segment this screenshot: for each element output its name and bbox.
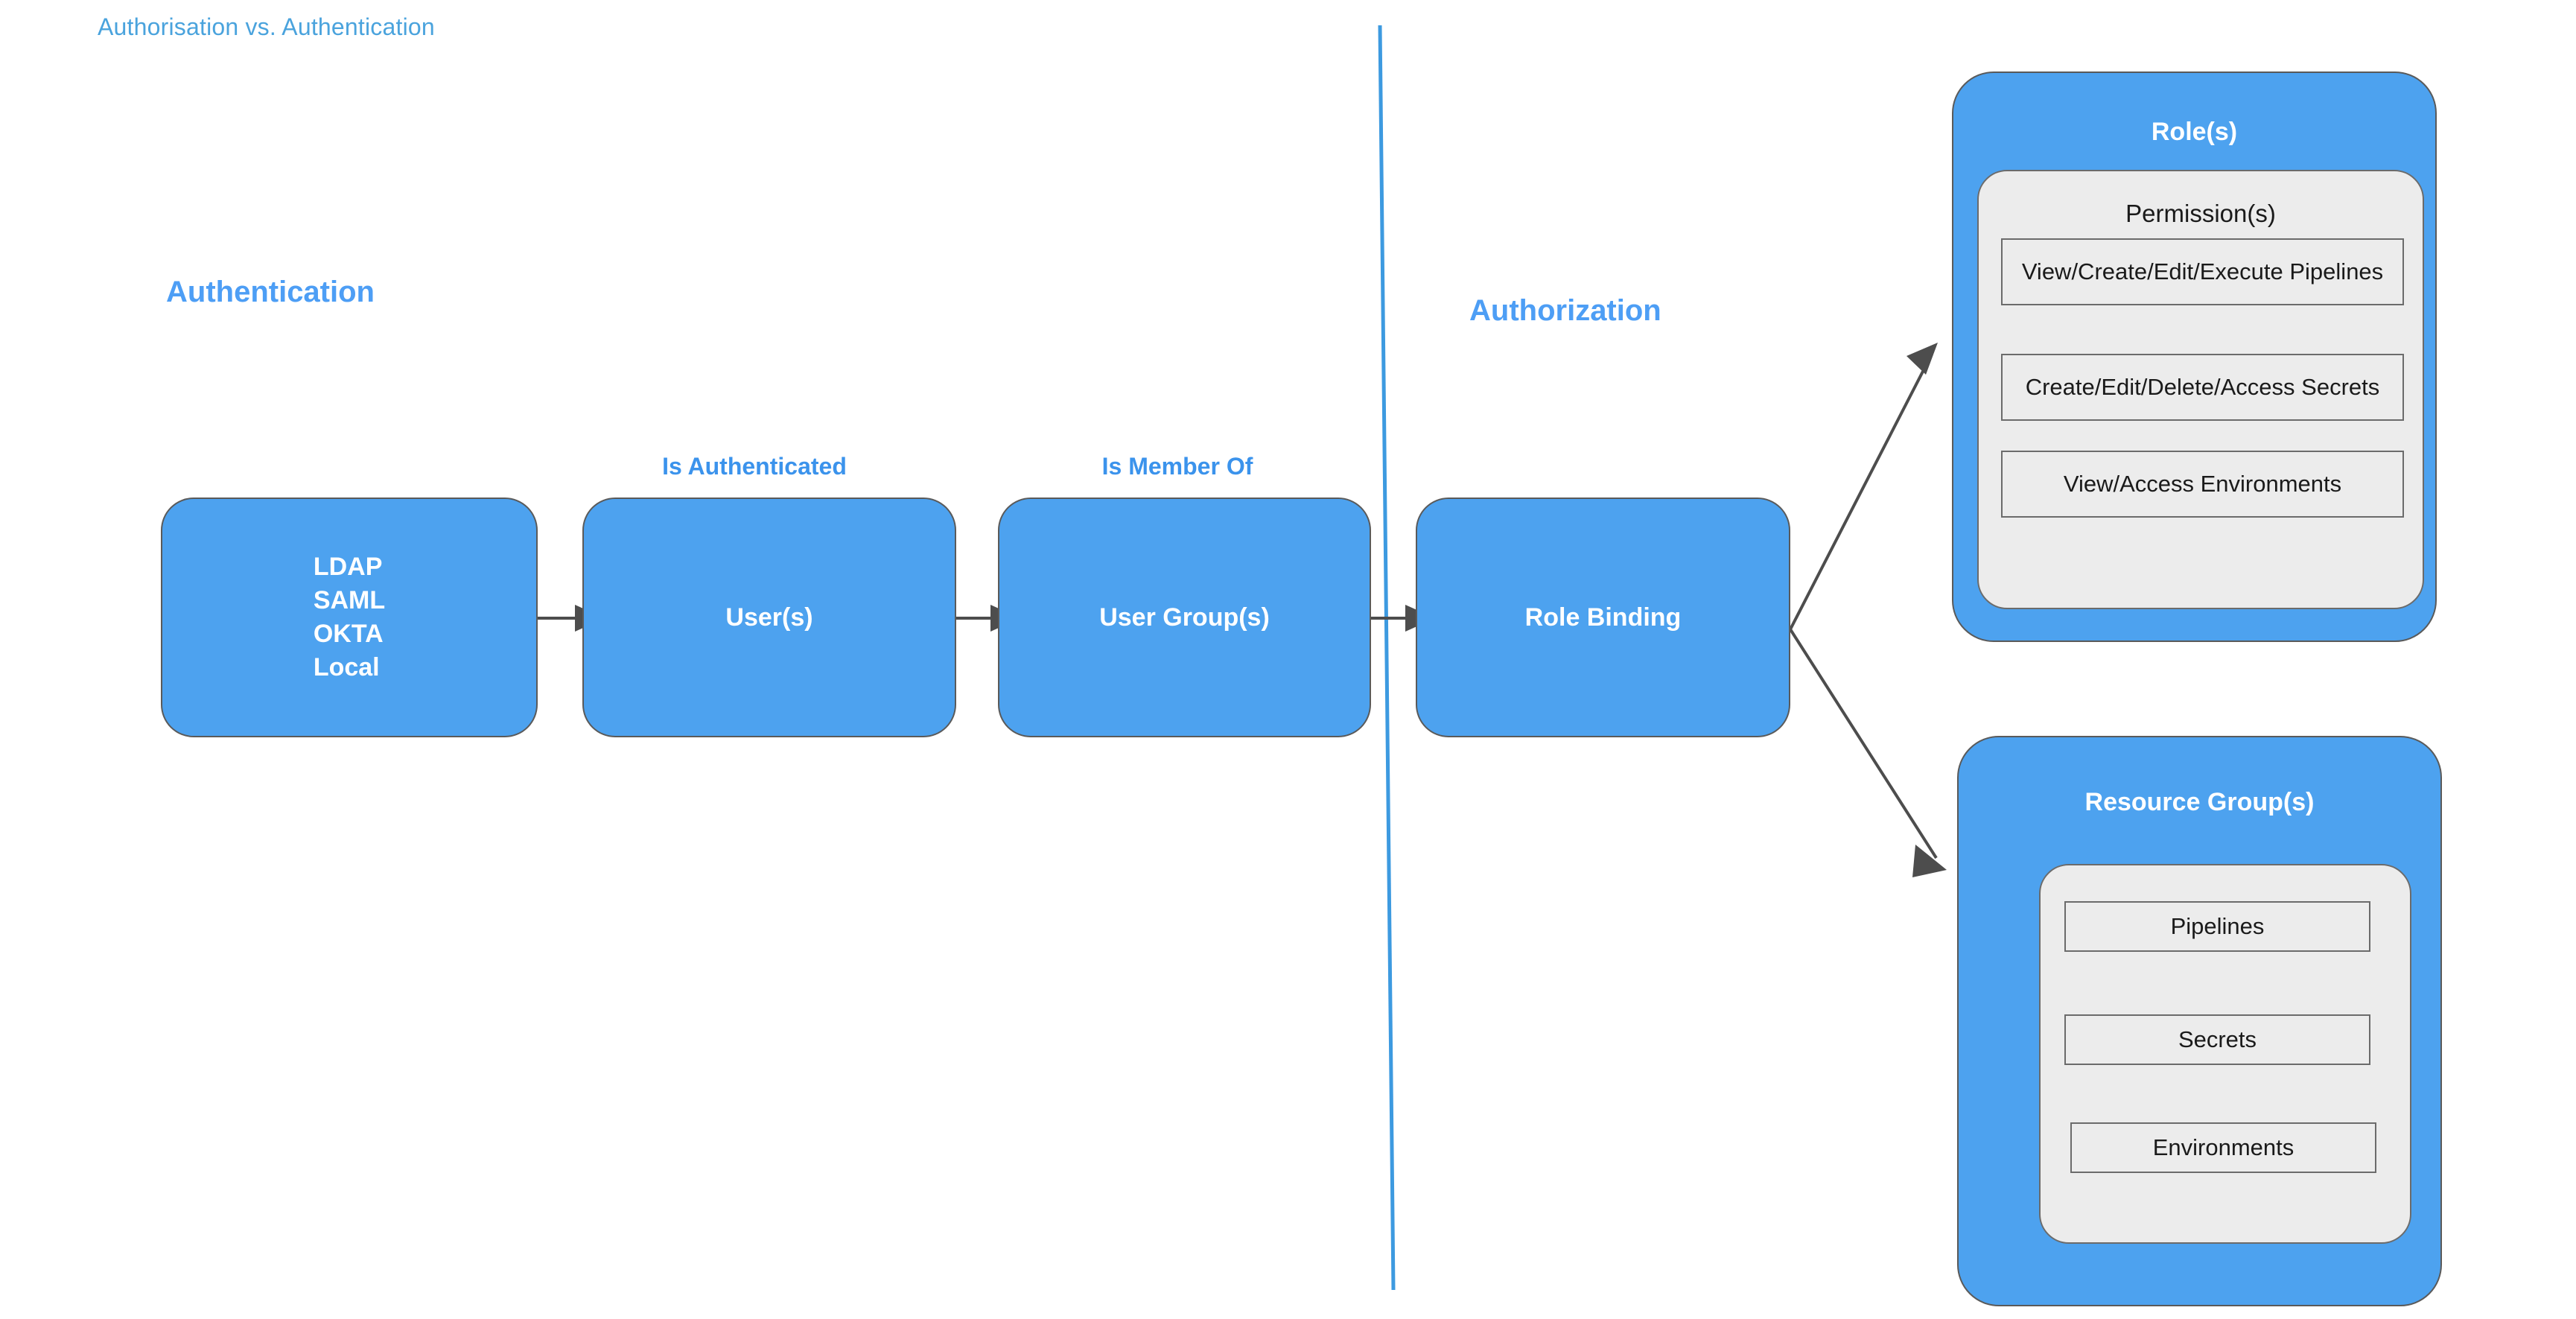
arrowhead-rolebinding-to-resources <box>1912 845 1947 877</box>
arrowhead-rolebinding-to-roles <box>1906 343 1938 375</box>
node-identity-sources[interactable]: LDAP SAML OKTA Local <box>161 498 538 737</box>
wire-rolebinding-to-resources <box>1789 628 1938 859</box>
resource-chip-secrets[interactable]: Secrets <box>2064 1014 2370 1065</box>
container-roles[interactable]: Role(s) Permission(s) View/Create/Edit/E… <box>1952 71 2437 642</box>
page-title: Authorisation vs. Authentication <box>98 13 435 40</box>
section-heading-authorization: Authorization <box>1469 294 1661 327</box>
permission-chip-environments[interactable]: View/Access Environments <box>2001 451 2404 518</box>
edge-label-is-authenticated: Is Authenticated <box>662 453 847 480</box>
resource-chip-environments[interactable]: Environments <box>2070 1122 2376 1173</box>
permission-chip-secrets[interactable]: Create/Edit/Delete/Access Secrets <box>2001 354 2404 421</box>
section-heading-authentication: Authentication <box>166 276 375 308</box>
resource-chip-pipelines[interactable]: Pipelines <box>2064 901 2370 952</box>
node-users[interactable]: User(s) <box>582 498 956 737</box>
node-users-label: User(s) <box>725 603 813 632</box>
container-roles-title: Role(s) <box>2151 118 2238 146</box>
container-resource-groups[interactable]: Resource Group(s) Pipelines Secrets Envi… <box>1957 736 2442 1306</box>
panel-permissions-title: Permission(s) <box>2125 200 2276 227</box>
node-identity-sources-label: LDAP SAML OKTA Local <box>313 553 386 681</box>
panel-resources: Pipelines Secrets Environments <box>2039 864 2411 1244</box>
node-role-binding-label: Role Binding <box>1524 603 1682 632</box>
permission-chip-pipelines[interactable]: View/Create/Edit/Execute Pipelines <box>2001 238 2404 305</box>
node-user-groups-label: User Group(s) <box>1099 603 1270 632</box>
container-resource-groups-title: Resource Group(s) <box>2084 788 2315 816</box>
wire-rolebinding-to-roles <box>1789 362 1929 630</box>
panel-permissions: Permission(s) View/Create/Edit/Execute P… <box>1977 170 2424 609</box>
edge-label-is-member-of: Is Member Of <box>1101 453 1253 480</box>
node-role-binding[interactable]: Role Binding <box>1416 498 1790 737</box>
section-divider-line <box>1378 25 1396 1291</box>
node-user-groups[interactable]: User Group(s) <box>998 498 1371 737</box>
